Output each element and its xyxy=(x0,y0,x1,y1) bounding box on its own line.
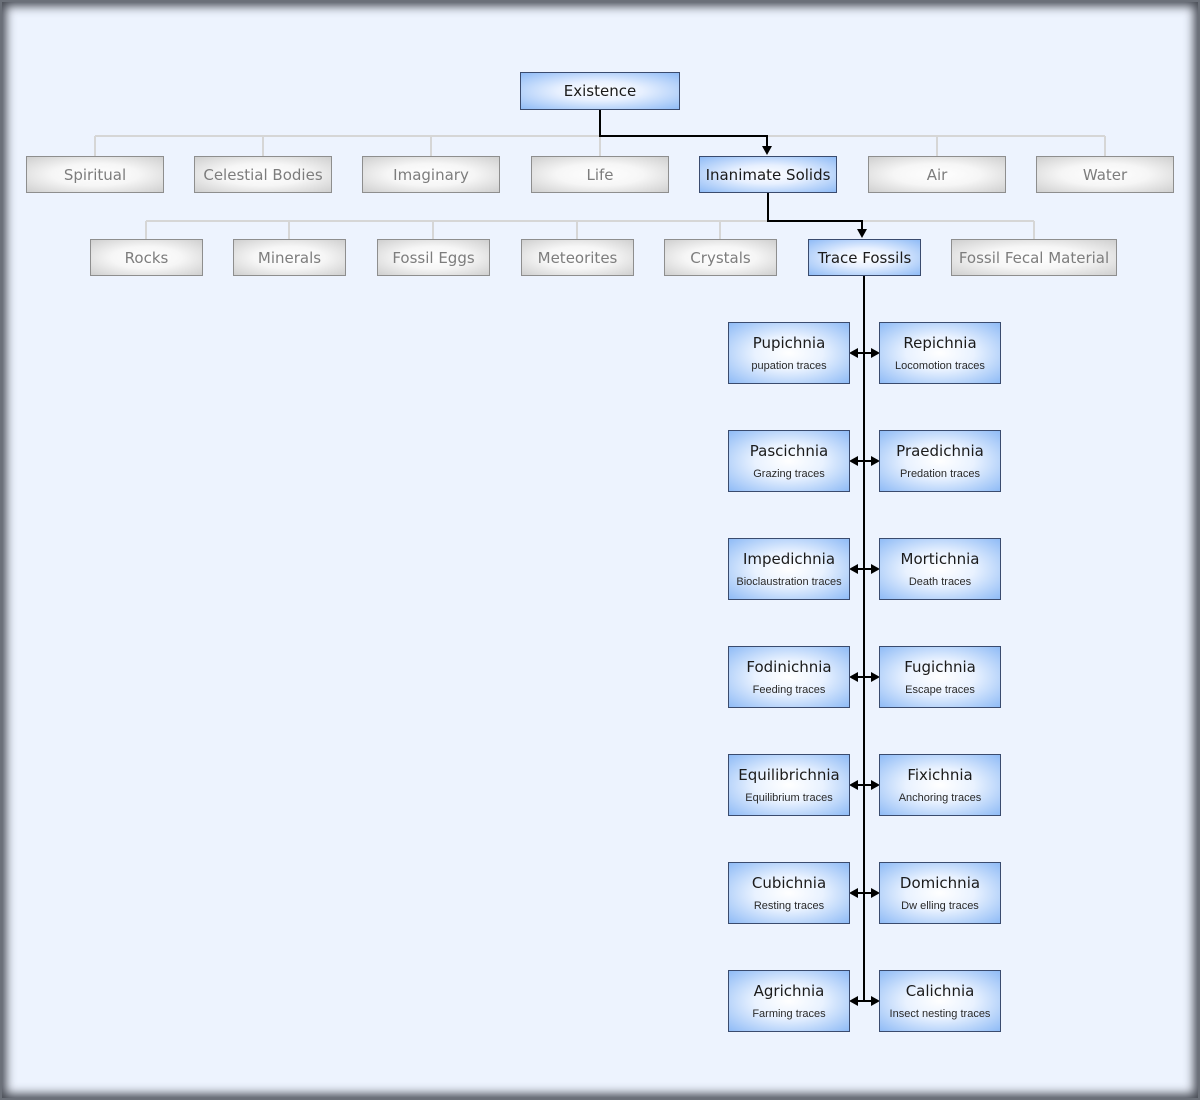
node-label: Water xyxy=(1082,165,1128,184)
arrowhead xyxy=(762,146,772,155)
node-air[interactable]: Air xyxy=(868,156,1006,193)
node-existence[interactable]: Existence xyxy=(520,72,680,110)
leaf-name: Fugichnia xyxy=(904,658,976,676)
arrowhead xyxy=(849,348,858,358)
arrowhead xyxy=(871,672,880,682)
node-celestial-bodies[interactable]: Celestial Bodies xyxy=(194,156,332,193)
arrowhead xyxy=(871,564,880,574)
leaf-fixichnia[interactable]: Fixichnia Anchoring traces xyxy=(879,754,1001,816)
arrowhead xyxy=(849,996,858,1006)
leaf-name: Impedichnia xyxy=(742,550,836,568)
leaf-description: Equilibrium traces xyxy=(745,792,833,804)
node-label: Fossil Fecal Material xyxy=(958,248,1110,267)
leaf-domichnia[interactable]: Domichnia Dw elling traces xyxy=(879,862,1001,924)
leaf-name: Domichnia xyxy=(899,874,981,892)
leaf-praedichnia[interactable]: Praedichnia Predation traces xyxy=(879,430,1001,492)
arrowhead xyxy=(849,780,858,790)
leaf-name: Cubichnia xyxy=(751,874,827,892)
node-label: Existence xyxy=(563,82,637,100)
arrowhead xyxy=(871,780,880,790)
node-meteorites[interactable]: Meteorites xyxy=(521,239,634,276)
node-water[interactable]: Water xyxy=(1036,156,1174,193)
arrowhead xyxy=(871,456,880,466)
node-fossil-fecal-material[interactable]: Fossil Fecal Material xyxy=(951,239,1117,276)
leaf-description: Bioclaustration traces xyxy=(736,576,842,588)
leaf-description: pupation traces xyxy=(751,360,827,372)
leaf-fodinichnia[interactable]: Fodinichnia Feeding traces xyxy=(728,646,850,708)
leaf-cubichnia[interactable]: Cubichnia Resting traces xyxy=(728,862,850,924)
leaf-agrichnia[interactable]: Agrichnia Farming traces xyxy=(728,970,850,1032)
node-label: Fossil Eggs xyxy=(392,248,475,267)
node-label: Meteorites xyxy=(537,248,618,267)
node-fossil-eggs[interactable]: Fossil Eggs xyxy=(377,239,490,276)
leaf-description: Resting traces xyxy=(753,900,825,912)
node-label: Celestial Bodies xyxy=(203,165,323,184)
leaf-description: Death traces xyxy=(908,576,972,588)
node-label: Life xyxy=(586,165,614,184)
leaf-mortichnia[interactable]: Mortichnia Death traces xyxy=(879,538,1001,600)
leaf-equilibrichnia[interactable]: Equilibrichnia Equilibrium traces xyxy=(728,754,850,816)
leaf-name: Calichnia xyxy=(905,982,975,1000)
leaf-calichnia[interactable]: Calichnia Insect nesting traces xyxy=(879,970,1001,1032)
leaf-description: Locomotion traces xyxy=(895,360,985,372)
active-path-inanimate-to-trace xyxy=(767,193,863,230)
arrowhead xyxy=(849,672,858,682)
leaf-description: Feeding traces xyxy=(752,684,826,696)
leaf-name: Equilibrichnia xyxy=(738,766,840,784)
node-minerals[interactable]: Minerals xyxy=(233,239,346,276)
arrowhead xyxy=(849,888,858,898)
leaf-fugichnia[interactable]: Fugichnia Escape traces xyxy=(879,646,1001,708)
node-label: Crystals xyxy=(690,248,751,267)
node-life[interactable]: Life xyxy=(531,156,669,193)
leaf-pascichnia[interactable]: Pascichnia Grazing traces xyxy=(728,430,850,492)
node-imaginary[interactable]: Imaginary xyxy=(362,156,500,193)
active-path-existence-to-inanimate xyxy=(599,110,768,147)
node-label: Minerals xyxy=(257,248,322,267)
leaf-name: Agrichnia xyxy=(753,982,825,1000)
arrowhead xyxy=(871,996,880,1006)
leaf-impedichnia[interactable]: Impedichnia Bioclaustration traces xyxy=(728,538,850,600)
node-label: Rocks xyxy=(124,248,169,267)
leaf-name: Pascichnia xyxy=(749,442,829,460)
leaf-description: Farming traces xyxy=(752,1008,826,1020)
leaf-description: Predation traces xyxy=(899,468,981,480)
node-inanimate-solids[interactable]: Inanimate Solids xyxy=(699,156,837,193)
arrowhead xyxy=(871,348,880,358)
node-spiritual[interactable]: Spiritual xyxy=(26,156,164,193)
node-label: Imaginary xyxy=(393,165,469,184)
node-crystals[interactable]: Crystals xyxy=(664,239,777,276)
node-label: Spiritual xyxy=(63,165,127,184)
node-trace-fossils[interactable]: Trace Fossils xyxy=(808,239,921,276)
leaf-description: Grazing traces xyxy=(753,468,825,480)
arrowhead xyxy=(849,456,858,466)
node-label: Inanimate Solids xyxy=(705,165,831,184)
leaf-pupichnia[interactable]: Pupichnia pupation traces xyxy=(728,322,850,384)
leaf-description: Escape traces xyxy=(905,684,975,696)
arrowhead xyxy=(871,888,880,898)
leaf-repichnia[interactable]: Repichnia Locomotion traces xyxy=(879,322,1001,384)
leaf-description: Dw elling traces xyxy=(901,900,979,912)
leaf-name: Mortichnia xyxy=(900,550,980,568)
leaf-name: Praedichnia xyxy=(896,442,984,460)
node-label: Air xyxy=(926,165,948,184)
leaf-name: Pupichnia xyxy=(752,334,826,352)
arrowhead xyxy=(849,564,858,574)
leaf-name: Repichnia xyxy=(903,334,977,352)
leaf-description: Insect nesting traces xyxy=(889,1008,991,1020)
leaf-name: Fodinichnia xyxy=(746,658,832,676)
leaf-description: Anchoring traces xyxy=(898,792,982,804)
leaf-name: Fixichnia xyxy=(907,766,973,784)
node-rocks[interactable]: Rocks xyxy=(90,239,203,276)
arrowhead xyxy=(857,229,867,238)
node-label: Trace Fossils xyxy=(817,248,912,267)
